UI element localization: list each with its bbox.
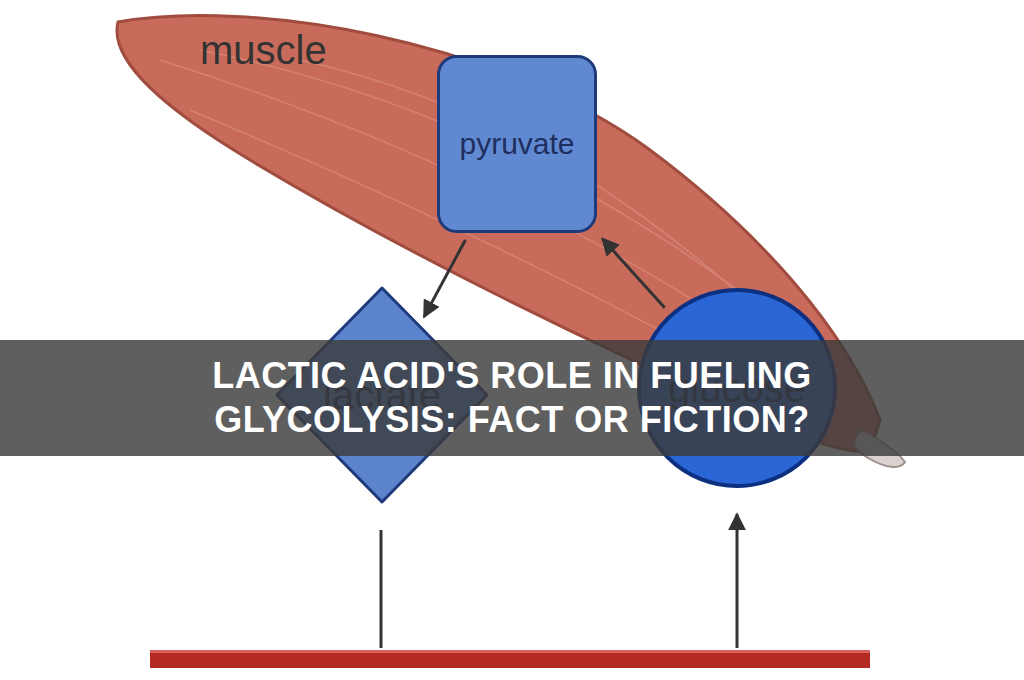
flow-arrow <box>602 239 664 308</box>
title-band: LACTIC ACID'S ROLE IN FUELING GLYCOLYSIS… <box>0 340 1024 456</box>
process-box: pyruvate <box>437 55 597 233</box>
title: LACTIC ACID'S ROLE IN FUELING GLYCOLYSIS… <box>212 354 812 442</box>
node-label: pyruvate <box>459 127 574 161</box>
blood-vessel-edge <box>150 650 870 653</box>
node-shape <box>439 57 596 232</box>
blood-vessel <box>150 650 870 668</box>
lactate-to-blood-line <box>380 530 383 648</box>
blood-to-glucose-arrow <box>736 514 739 648</box>
flow-arrow <box>424 240 465 317</box>
muscle-shape <box>117 15 880 452</box>
part-label: muscle <box>200 28 327 73</box>
